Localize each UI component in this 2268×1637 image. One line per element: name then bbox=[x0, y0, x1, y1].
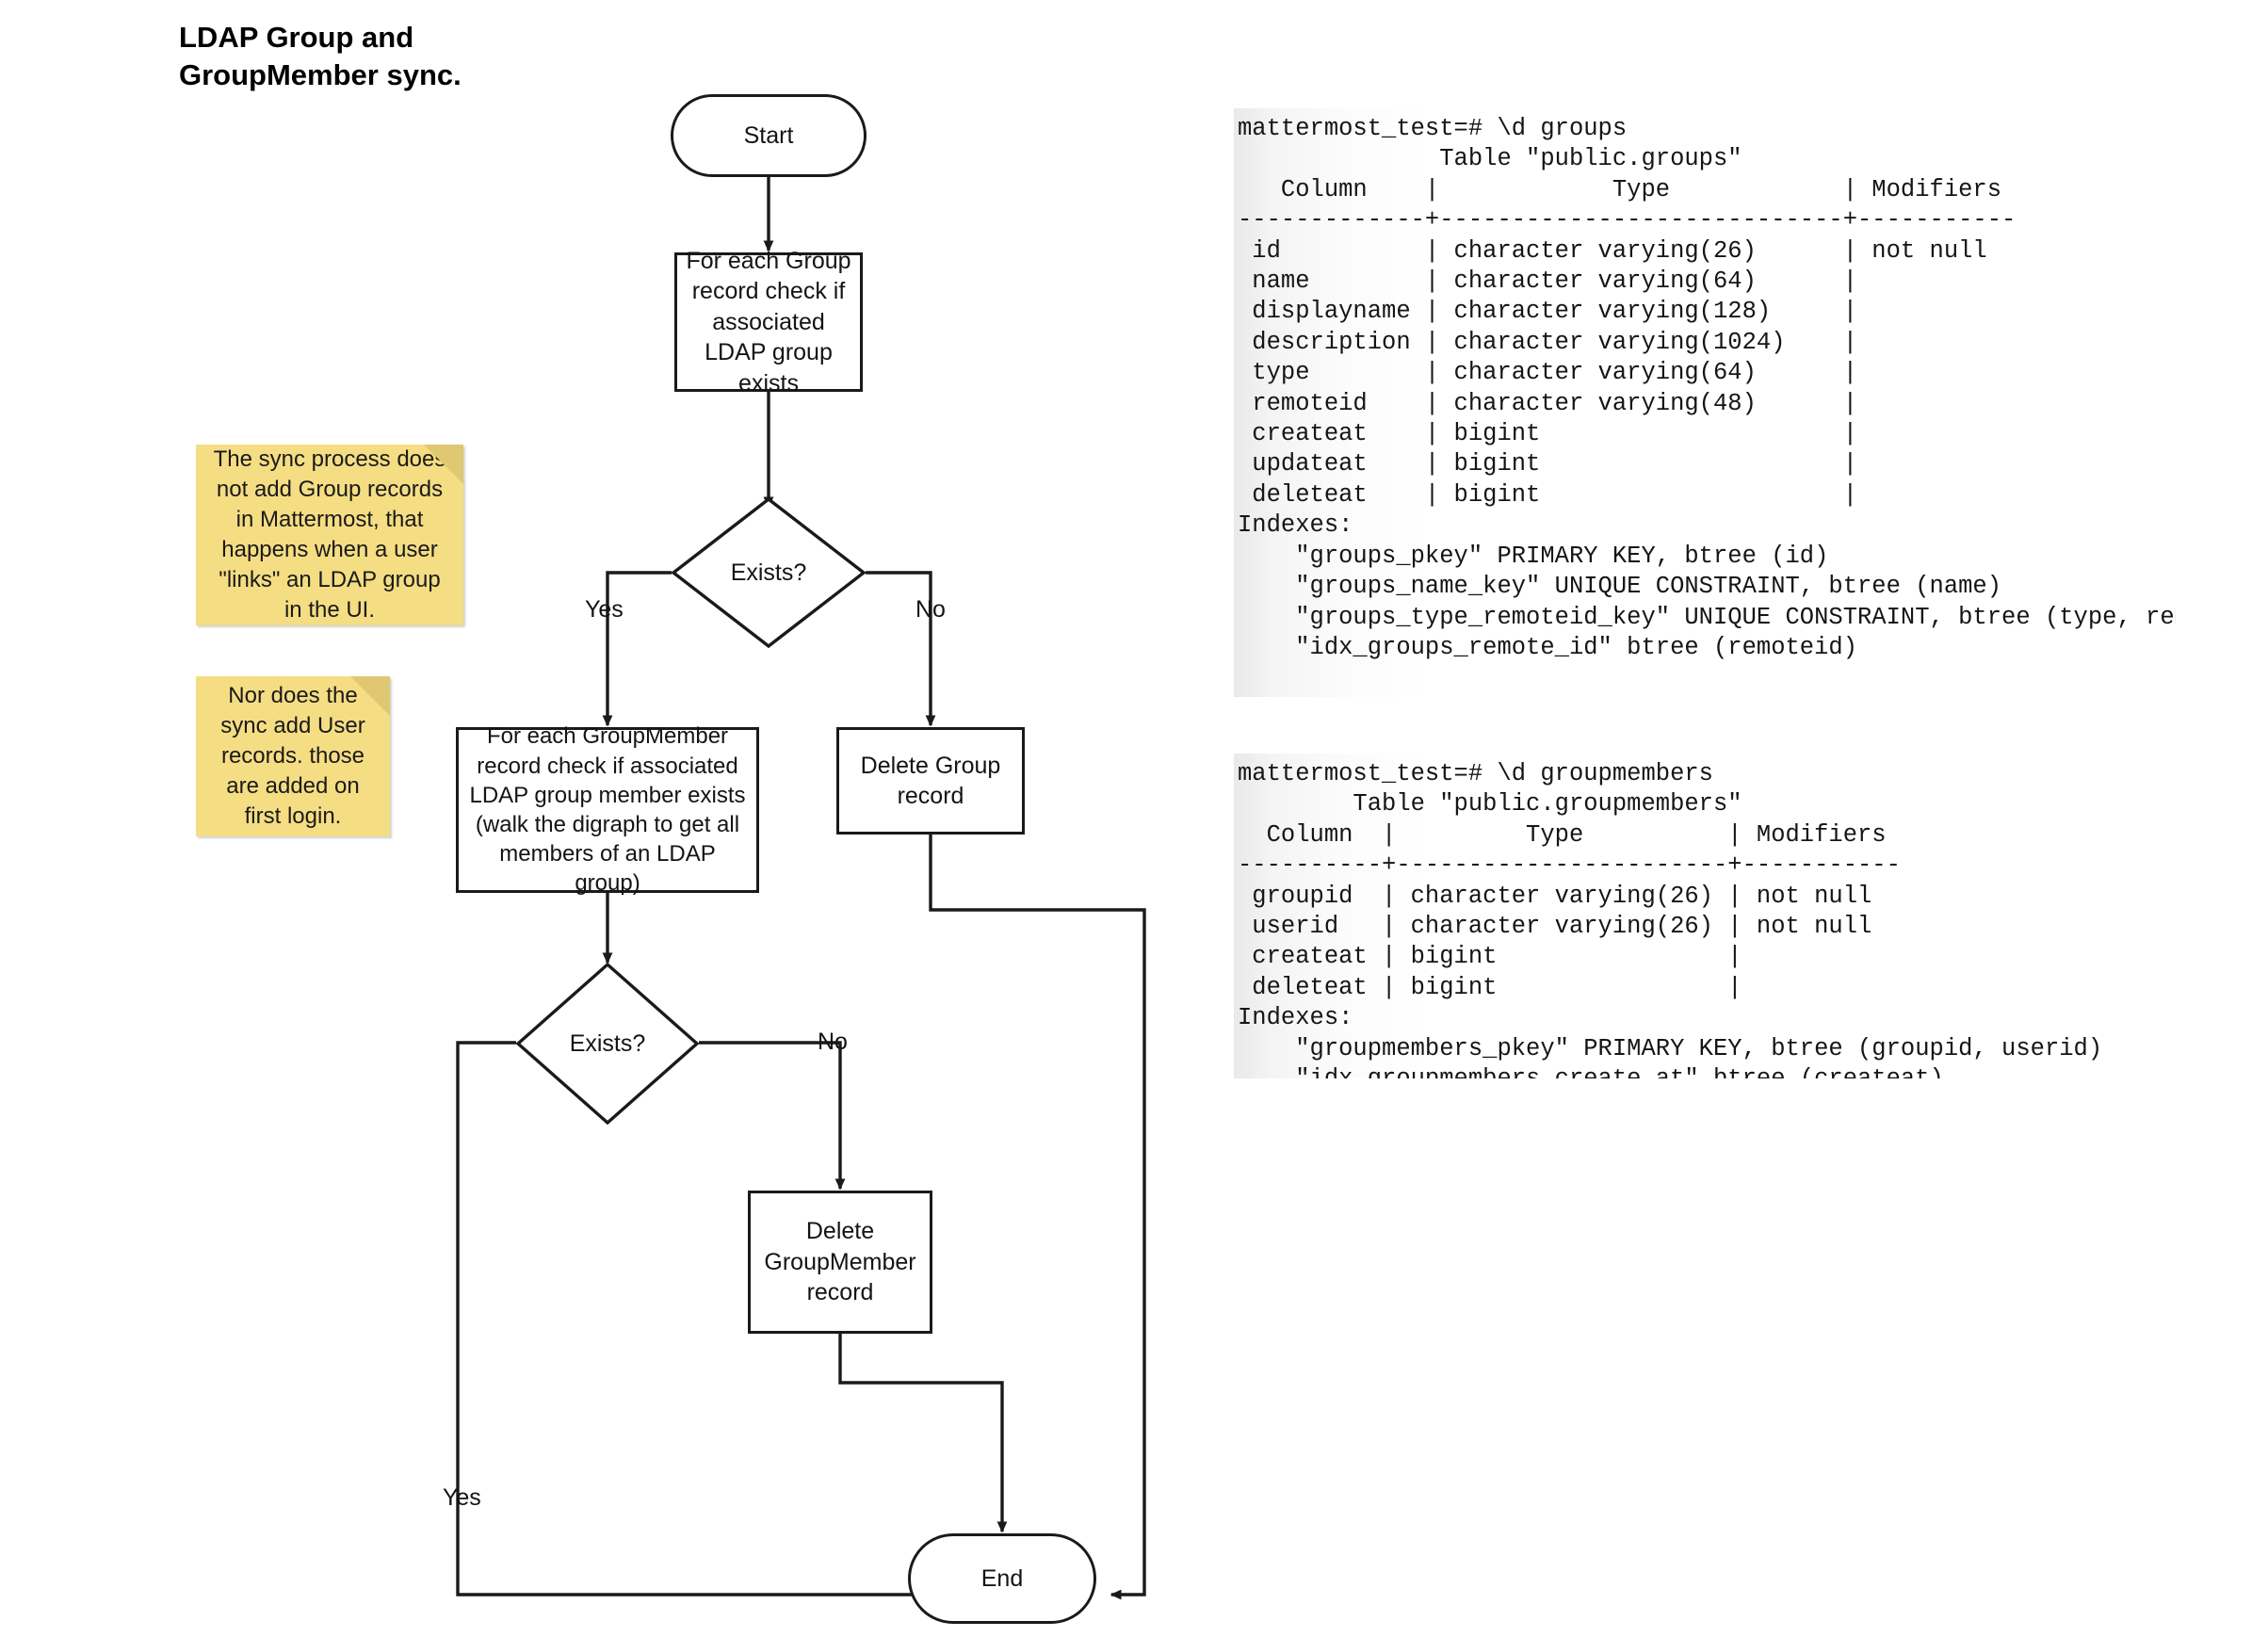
edge-label-no-1: No bbox=[915, 596, 946, 623]
terminal-line: name | character varying(64) | bbox=[1238, 267, 1858, 296]
note-group-records-text: The sync process does not add Group reco… bbox=[213, 446, 446, 623]
edge-label-yes-2: Yes bbox=[443, 1484, 481, 1511]
page-title-line1: LDAP Group and bbox=[179, 21, 414, 54]
page-title-line2: GroupMember sync. bbox=[179, 58, 462, 92]
node-exists-decision-1[interactable]: Exists? bbox=[672, 497, 866, 648]
node-delete-group-record[interactable]: Delete Group record bbox=[836, 727, 1025, 835]
diamond-shape-2 bbox=[516, 963, 699, 1125]
terminal-line: Table "public.groupmembers" bbox=[1238, 790, 1742, 818]
edge-exists2-no bbox=[699, 1041, 846, 1191]
terminal-line: deleteat | bigint | bbox=[1238, 480, 1858, 509]
node-end[interactable]: End bbox=[908, 1533, 1096, 1624]
terminal-line: Table "public.groups" bbox=[1238, 145, 1742, 173]
terminal-line: mattermost_test=# \d groups bbox=[1238, 115, 1628, 142]
terminal-line: _ bbox=[1234, 694, 2176, 697]
node-exists-decision-2[interactable]: Exists? bbox=[516, 963, 699, 1125]
node-check-groupmember-record[interactable]: For each GroupMember record check if ass… bbox=[456, 723, 759, 896]
terminal-line: groupid | character varying(26) | not nu… bbox=[1238, 882, 1872, 910]
terminal-line: createat | bigint | bbox=[1238, 943, 1742, 971]
terminal-line: "idx_groups_remote_id" btree (remoteid) bbox=[1238, 633, 1858, 661]
terminal-line: "groups_pkey" PRIMARY KEY, btree (id) bbox=[1238, 542, 1829, 570]
terminal-line: deleteat | bigint | bbox=[1238, 973, 1742, 1001]
terminal-line bbox=[1234, 663, 2176, 693]
terminal-line: "groupmembers_pkey" PRIMARY KEY, btree (… bbox=[1238, 1034, 2103, 1062]
edge-label-no-2: No bbox=[818, 1029, 848, 1055]
terminal-line: Column | Type | Modifiers bbox=[1238, 820, 1887, 849]
terminal-line: -------------+--------------------------… bbox=[1238, 206, 2017, 235]
terminal-line: userid | character varying(26) | not nul… bbox=[1238, 913, 1872, 941]
terminal-line: Column | Type | Modifiers bbox=[1238, 175, 2002, 203]
edge-delete-groupmember-to-end bbox=[838, 1334, 1008, 1533]
node-start[interactable]: Start bbox=[671, 94, 867, 177]
node-exists-decision-1-label: Exists? bbox=[730, 559, 807, 586]
terminal-line: updateat | bigint | bbox=[1238, 450, 1858, 478]
node-start-label: Start bbox=[743, 122, 794, 149]
note-user-records-text: Nor does the sync add User records. thos… bbox=[220, 683, 365, 829]
terminal-line: "idx_groupmembers_create_at" btree (crea… bbox=[1234, 1064, 2176, 1078]
terminal-line: mattermost_test=# \d groupmembers bbox=[1238, 760, 1713, 787]
edge-exists1-no bbox=[866, 571, 936, 727]
node-exists-decision-2-label: Exists? bbox=[569, 1029, 646, 1057]
node-check-groupmember-record-label: For each GroupMember record check if ass… bbox=[469, 723, 746, 897]
edge-label-yes-1: Yes bbox=[585, 596, 624, 623]
node-end-label: End bbox=[980, 1564, 1024, 1592]
terminal-line: Indexes: bbox=[1238, 1004, 1353, 1032]
terminal-line: displayname | character varying(128) | bbox=[1238, 298, 1858, 326]
edge-exists1-yes bbox=[602, 571, 672, 727]
node-delete-group-record-label: Delete Group record bbox=[860, 752, 1001, 810]
note-user-records: Nor does the sync add User records. thos… bbox=[196, 676, 390, 836]
node-delete-groupmember-record-label: Delete GroupMember record bbox=[764, 1218, 916, 1306]
node-check-group-record[interactable]: For each Group record check if associate… bbox=[674, 248, 863, 397]
page-title: LDAP Group and GroupMember sync. bbox=[179, 19, 575, 95]
terminal-panel-groupmembers: mattermost_test=# \d groupmembers Table … bbox=[1234, 754, 2176, 1078]
terminal-line: "groups_name_key" UNIQUE CONSTRAINT, btr… bbox=[1238, 573, 2002, 601]
terminal-line: description | character varying(1024) | bbox=[1238, 328, 1858, 356]
terminal-line: id | character varying(26) | not null bbox=[1238, 236, 1987, 265]
terminal-line: createat | bigint | bbox=[1238, 420, 1858, 448]
diamond-shape-1 bbox=[672, 497, 866, 648]
note-group-records: The sync process does not add Group reco… bbox=[196, 445, 463, 625]
node-check-group-record-label: For each Group record check if associate… bbox=[686, 247, 851, 397]
terminal-panel-groups: mattermost_test=# \d groups Table "publi… bbox=[1234, 108, 2176, 697]
node-delete-groupmember-record[interactable]: Delete GroupMember record bbox=[748, 1191, 932, 1334]
edge-exists2-yes-to-end bbox=[456, 1041, 998, 1600]
terminal-line: remoteid | character varying(48) | bbox=[1238, 389, 1858, 417]
terminal-line: "groups_type_remoteid_key" UNIQUE CONSTR… bbox=[1238, 603, 2176, 631]
edge-delete-group-to-end bbox=[929, 835, 1146, 1600]
terminal-line: ----------+-----------------------+-----… bbox=[1238, 851, 1901, 880]
terminal-line: type | character varying(64) | bbox=[1238, 359, 1858, 387]
terminal-line: Indexes: bbox=[1238, 511, 1353, 540]
